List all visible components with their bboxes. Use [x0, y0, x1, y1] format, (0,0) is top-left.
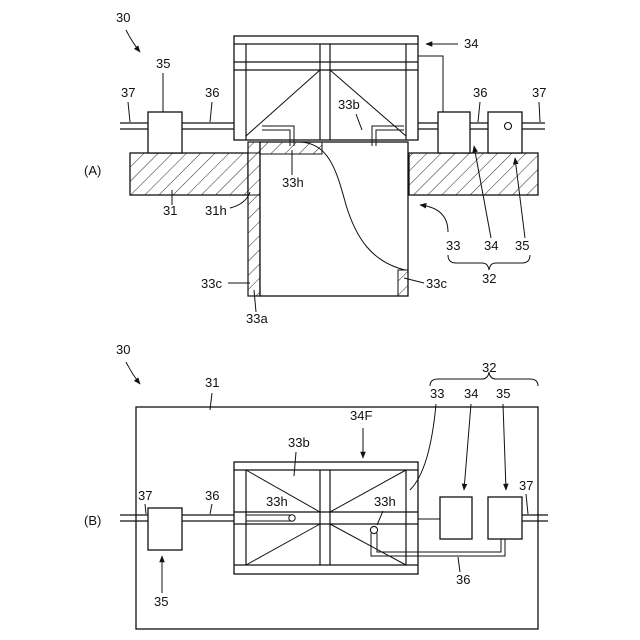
container-wall-left — [248, 142, 260, 296]
ref-33c-left: 33c — [201, 276, 222, 291]
unit-34-b — [440, 497, 472, 539]
frame-34f — [234, 462, 418, 574]
unit-35-right-b — [488, 497, 522, 539]
connector-33h-right-a — [505, 123, 512, 130]
frame-outline — [234, 36, 418, 140]
ref-35-bottom-b: 35 — [154, 594, 168, 609]
ref-33-group-a: 33 — [446, 238, 460, 253]
ref-36-left-b: 36 — [205, 488, 219, 503]
ref-30-b: 30 — [116, 342, 130, 357]
view-a: (A) 30 31 34 33b — [84, 10, 546, 326]
ref-33c-right: 33c — [426, 276, 447, 291]
ref-33h-a: 33h — [282, 175, 304, 190]
ref-35-group-a: 35 — [515, 238, 529, 253]
ref-34-top: 34 — [464, 36, 478, 51]
ref-37-left-a: 37 — [121, 85, 135, 100]
ref-31-a: 31 — [163, 203, 177, 218]
ref-30-a-leader — [126, 30, 140, 52]
ref-36-left-a-leader — [210, 102, 212, 122]
ref-34-group-a: 34 — [484, 238, 498, 253]
ref-34f: 34F — [350, 408, 372, 423]
ref-31h: 31h — [205, 203, 227, 218]
ref-33b-b: 33b — [288, 435, 310, 450]
container-33 — [248, 142, 408, 296]
container-lip — [260, 142, 322, 154]
ref-35-a-text: 35 — [156, 56, 170, 71]
ref-33-arrow — [420, 205, 448, 232]
brace-32-a — [448, 255, 530, 270]
ref-33a: 33a — [246, 311, 268, 326]
ref-36-bottom-b: 36 — [456, 572, 470, 587]
container-body — [260, 142, 408, 296]
ref-32-a: 32 — [482, 271, 496, 286]
ref-30-a: 30 — [116, 10, 130, 25]
container-corner-right — [398, 270, 408, 296]
ref-37-left-b: 37 — [138, 488, 152, 503]
unit-34-right — [438, 112, 470, 153]
unit-35-left-b — [148, 508, 182, 550]
ref-36-right-a: 36 — [473, 85, 487, 100]
connector-left-b — [289, 515, 295, 521]
ref-37-right-a-leader — [539, 102, 540, 122]
unit-35-right — [488, 112, 522, 153]
unit-35-left — [148, 112, 182, 153]
frame-34 — [234, 36, 418, 140]
ref-33b-a: 33b — [338, 97, 360, 112]
ref-33h-right-b: 33h — [374, 494, 396, 509]
cable-frame-unit — [418, 56, 443, 112]
ref-33-b: 33 — [430, 386, 444, 401]
ref-30-b-leader — [126, 362, 140, 384]
ref-37-right-a: 37 — [532, 85, 546, 100]
view-a-label: (A) — [84, 163, 101, 178]
connector-right-b — [370, 526, 377, 533]
ref-34-b: 34 — [464, 386, 478, 401]
ref-31-b: 31 — [205, 375, 219, 390]
ref-36-left-a: 36 — [205, 85, 219, 100]
support-plate-left — [130, 153, 248, 195]
ref-35-top-b: 35 — [496, 386, 510, 401]
ref-37-left-a-leader — [128, 102, 130, 122]
ref-37-right-b: 37 — [519, 478, 533, 493]
ref-33h-left-b: 33h — [266, 494, 288, 509]
ref-36-right-a-leader — [478, 102, 480, 122]
view-b-label: (B) — [84, 513, 101, 528]
view-b: (B) 30 31 37 36 37 35 — [84, 342, 548, 629]
